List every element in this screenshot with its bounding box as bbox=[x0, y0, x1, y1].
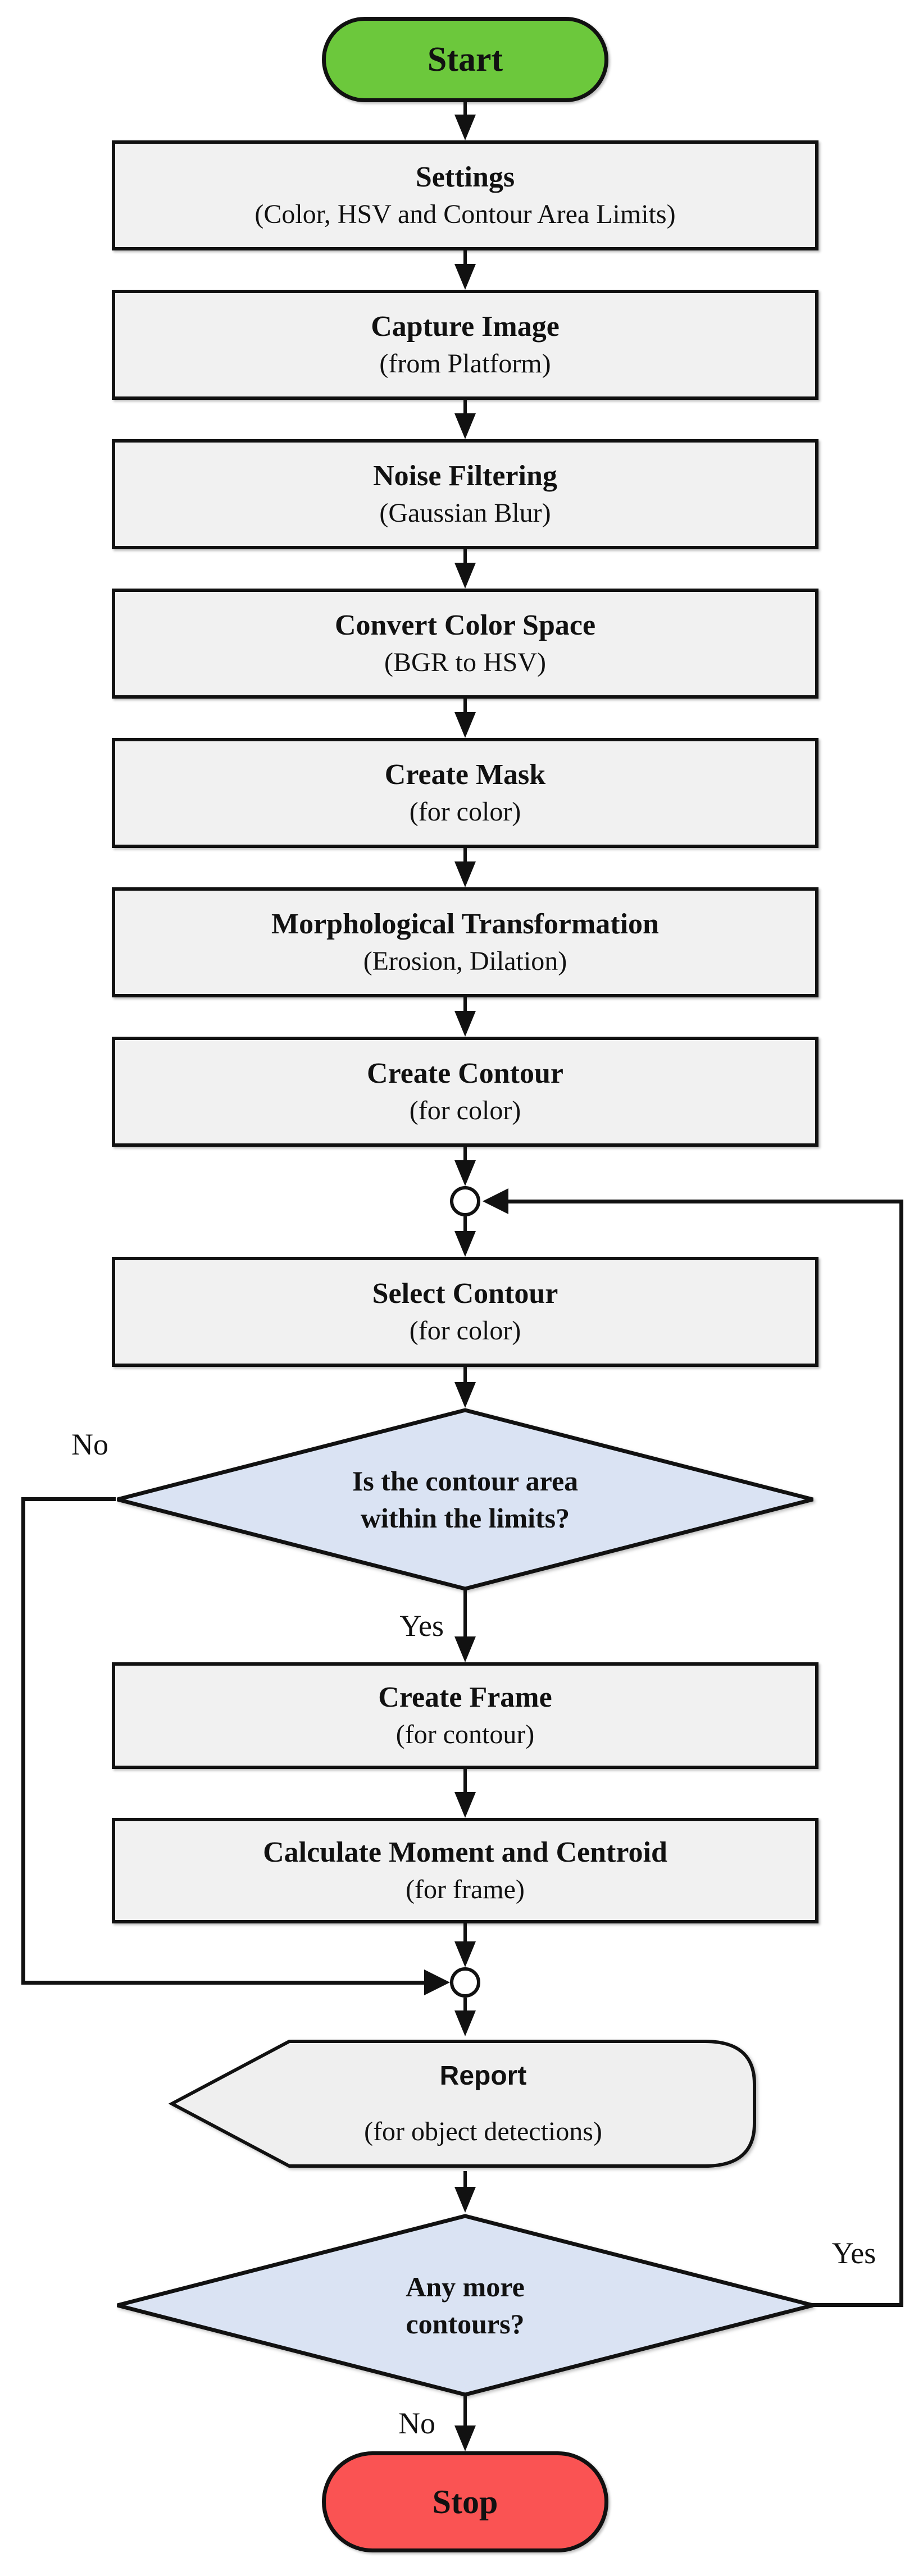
moment-title: Calculate Moment and Centroid bbox=[263, 1836, 667, 1868]
no-branch-line-into-junction bbox=[21, 1981, 425, 1985]
report-shape-path bbox=[169, 2040, 756, 2168]
capture-image-step: Capture Image (from Platform) bbox=[112, 290, 818, 400]
flow-line bbox=[463, 549, 467, 565]
mask-title: Create Mask bbox=[384, 759, 546, 791]
arrow-down-icon bbox=[454, 1382, 476, 1408]
arrow-right-icon bbox=[424, 1969, 450, 1995]
decision-more-text: Any more contours? bbox=[114, 2213, 816, 2398]
arrow-down-icon bbox=[454, 264, 476, 290]
settings-title: Settings bbox=[415, 161, 515, 193]
frame-title: Create Frame bbox=[378, 1681, 552, 1713]
arrow-down-icon bbox=[454, 1636, 476, 1662]
flow-line bbox=[463, 1998, 467, 2013]
junction-circle-merge bbox=[450, 1967, 480, 1998]
flow-line bbox=[463, 400, 467, 416]
yes-branch-line-into-junction bbox=[506, 1200, 903, 1203]
arrow-down-icon bbox=[454, 861, 476, 887]
select-contour-step: Select Contour (for color) bbox=[112, 1257, 818, 1367]
report-subtitle: (for object detections) bbox=[364, 2117, 602, 2146]
no-branch-line-vertical bbox=[21, 1497, 25, 1985]
flow-line bbox=[463, 1589, 467, 1638]
frame-subtitle: (for contour) bbox=[395, 1720, 535, 1750]
settings-step: Settings (Color, HSV and Contour Area Li… bbox=[112, 140, 818, 250]
report-title: Report bbox=[439, 2061, 527, 2091]
arrow-down-icon bbox=[454, 2425, 476, 2451]
start-label: Start bbox=[427, 40, 503, 79]
convert-subtitle: (BGR to HSV) bbox=[384, 648, 547, 678]
create-mask-step: Create Mask (for color) bbox=[112, 738, 818, 848]
morph-title: Morphological Transformation bbox=[271, 908, 659, 940]
flow-line bbox=[463, 997, 467, 1013]
flow-line bbox=[463, 2395, 467, 2427]
mask-subtitle: (for color) bbox=[409, 797, 521, 827]
decision-more-line1: Any more bbox=[406, 2271, 525, 2303]
flow-line bbox=[463, 2171, 467, 2188]
arrow-down-icon bbox=[454, 563, 476, 589]
yes-branch-line-horizontal bbox=[811, 2303, 903, 2307]
settings-subtitle: (Color, HSV and Contour Area Limits) bbox=[254, 199, 676, 230]
no-branch-line-horizontal bbox=[21, 1497, 116, 1501]
capture-title: Capture Image bbox=[371, 311, 560, 343]
yes-edge-label-area: Yes bbox=[399, 1609, 444, 1643]
noise-subtitle: (Gaussian Blur) bbox=[379, 498, 551, 528]
stop-label: Stop bbox=[432, 2483, 498, 2520]
flow-line bbox=[463, 250, 467, 266]
flow-line bbox=[463, 1147, 467, 1162]
stop-terminator: Stop bbox=[322, 2451, 608, 2552]
arrow-down-icon bbox=[454, 1011, 476, 1037]
flow-line bbox=[463, 1216, 467, 1232]
select-subtitle: (for color) bbox=[409, 1316, 521, 1346]
arrow-down-icon bbox=[454, 2010, 476, 2036]
flow-line bbox=[463, 699, 467, 714]
no-edge-label-area: No bbox=[71, 1428, 108, 1461]
arrow-down-icon bbox=[454, 115, 476, 140]
arrow-left-icon bbox=[483, 1188, 508, 1214]
decision-area-line2: within the limits? bbox=[360, 1502, 570, 1534]
start-terminator: Start bbox=[322, 17, 608, 102]
moment-subtitle: (for frame) bbox=[406, 1875, 525, 1905]
convert-title: Convert Color Space bbox=[334, 609, 596, 641]
flow-line bbox=[463, 1923, 467, 1944]
no-edge-label-more: No bbox=[398, 2406, 435, 2440]
contour-title: Create Contour bbox=[367, 1057, 563, 1089]
convert-color-space-step: Convert Color Space (BGR to HSV) bbox=[112, 589, 818, 699]
yes-branch-line-vertical bbox=[899, 1200, 903, 2307]
contour-area-decision: Is the contour area within the limits? bbox=[114, 1407, 816, 1592]
arrow-down-icon bbox=[454, 712, 476, 738]
capture-subtitle: (from Platform) bbox=[379, 349, 551, 379]
arrow-down-icon bbox=[454, 1160, 476, 1186]
decision-more-line2: contours? bbox=[406, 2308, 525, 2340]
contour-subtitle: (for color) bbox=[409, 1096, 521, 1126]
arrow-down-icon bbox=[454, 413, 476, 439]
flow-line bbox=[463, 1367, 467, 1383]
report-output: Report (for object detections) bbox=[169, 2036, 758, 2171]
flow-line bbox=[463, 101, 467, 117]
report-shape bbox=[169, 2040, 756, 2168]
morphological-transformation-step: Morphological Transformation (Erosion, D… bbox=[112, 887, 818, 997]
yes-edge-label-more: Yes bbox=[831, 2236, 876, 2270]
select-title: Select Contour bbox=[372, 1278, 558, 1310]
create-contour-step: Create Contour (for color) bbox=[112, 1037, 818, 1147]
noise-title: Noise Filtering bbox=[373, 460, 557, 492]
calculate-moment-centroid-step: Calculate Moment and Centroid (for frame… bbox=[112, 1818, 818, 1923]
create-frame-step: Create Frame (for contour) bbox=[112, 1662, 818, 1769]
decision-area-text: Is the contour area within the limits? bbox=[114, 1407, 816, 1592]
arrow-down-icon bbox=[454, 1231, 476, 1257]
arrow-down-icon bbox=[454, 2187, 476, 2213]
morph-subtitle: (Erosion, Dilation) bbox=[363, 946, 567, 977]
flow-line bbox=[463, 1769, 467, 1794]
junction-circle-loop bbox=[450, 1186, 480, 1216]
flow-line bbox=[463, 848, 467, 864]
noise-filtering-step: Noise Filtering (Gaussian Blur) bbox=[112, 439, 818, 549]
decision-area-line1: Is the contour area bbox=[352, 1465, 579, 1497]
arrow-down-icon bbox=[454, 1941, 476, 1967]
any-more-contours-decision: Any more contours? bbox=[114, 2213, 816, 2398]
arrow-down-icon bbox=[454, 1792, 476, 1818]
report-text: Report (for object detections) bbox=[230, 2036, 736, 2171]
